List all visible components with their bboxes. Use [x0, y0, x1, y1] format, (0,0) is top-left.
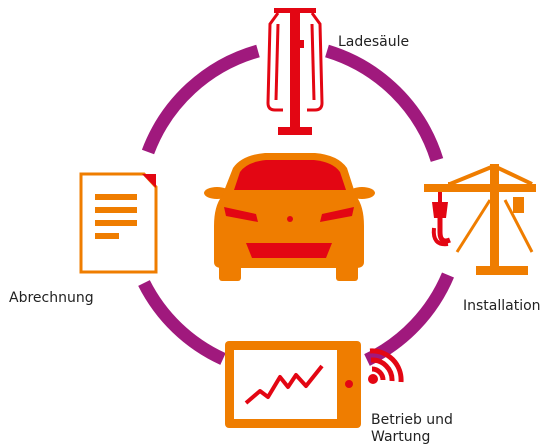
label-charging-station: Ladesäule — [338, 34, 410, 50]
ring-arc-top-left — [141, 44, 260, 155]
crane-icon — [424, 164, 536, 275]
ring-arc-bottom-right — [364, 272, 454, 366]
label-billing: Abrechnung — [9, 290, 94, 306]
charging-station-icon — [266, 8, 324, 135]
ring-arc-bottom-left — [138, 279, 226, 365]
car-headlight-left — [224, 207, 258, 222]
document-icon — [79, 172, 158, 274]
car-windshield — [234, 160, 346, 190]
car-headlight-right — [320, 207, 354, 222]
ring-arc-top-right — [325, 44, 444, 162]
tablet-icon — [225, 341, 361, 428]
label-operation-line1: Betrieb und — [371, 412, 453, 428]
car-grille — [246, 243, 332, 258]
car-emblem — [287, 216, 293, 222]
wireless-signal-icon — [368, 348, 404, 384]
label-operation-line2: Wartung — [371, 429, 431, 445]
label-installation: Installation — [463, 298, 541, 314]
car-icon — [204, 153, 375, 281]
